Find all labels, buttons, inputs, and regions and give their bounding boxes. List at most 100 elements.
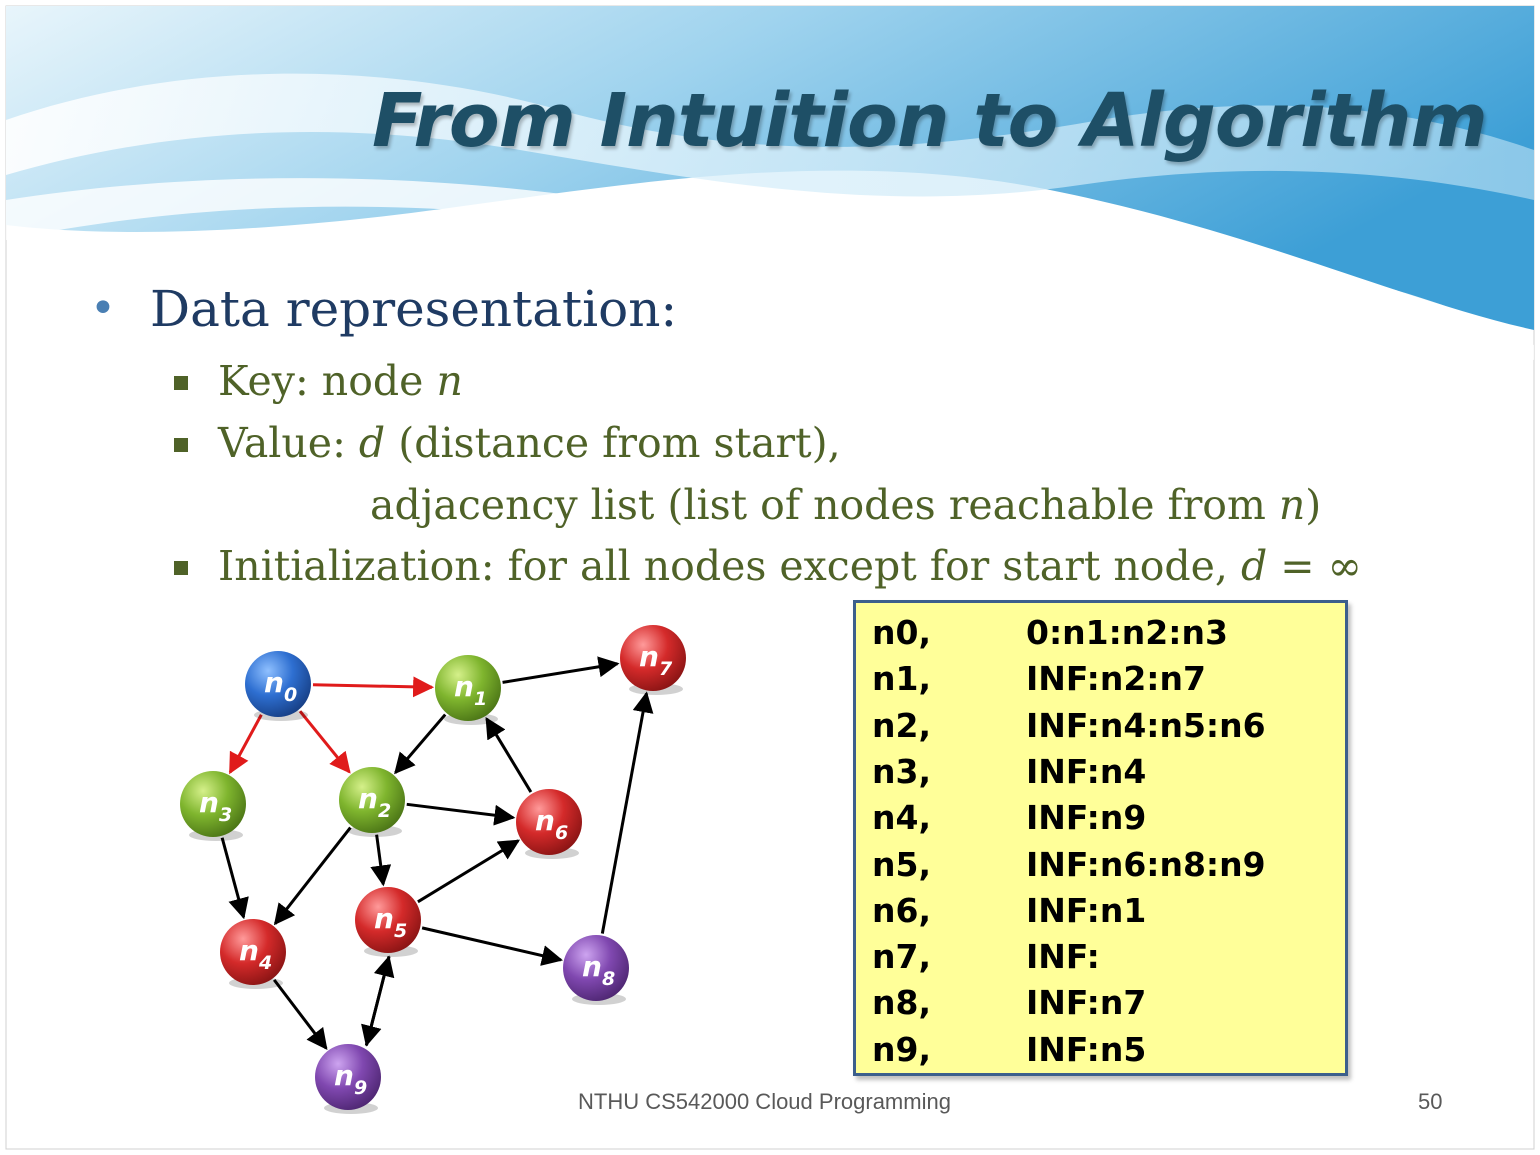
- adjacency-value: INF:n9: [1026, 798, 1147, 838]
- node-label-main: n: [264, 666, 284, 699]
- edge-n8-n7: [600, 691, 654, 934]
- edge-n5-n8: [421, 926, 563, 966]
- node-circle: [563, 935, 629, 1001]
- bullet-init-suffix: = ∞: [1267, 542, 1362, 590]
- bullet-value-text: Value:: [218, 419, 359, 467]
- square-bullet-icon: [174, 438, 188, 452]
- adjacency-key: n8,: [872, 983, 931, 1023]
- edge-n1-n7: [502, 656, 620, 684]
- node-label-sub: 7: [659, 658, 673, 680]
- bullet-key: Key: node n: [218, 357, 463, 405]
- node-label: n0: [264, 666, 297, 706]
- node-n4: n4: [220, 919, 286, 989]
- bullet-value-line2-var: n: [1278, 481, 1306, 529]
- node-n2: n2: [339, 767, 405, 837]
- slide-footer: NTHU CS542000 Cloud Programming: [578, 1089, 951, 1114]
- node-label-main: n: [239, 934, 259, 967]
- adjacency-value: INF:n6:n8:n9: [1026, 844, 1266, 884]
- edge-n4-n9: [272, 978, 328, 1051]
- adjacency-value: INF:n4:n5:n6: [1026, 705, 1266, 745]
- node-label-main: n: [358, 782, 378, 815]
- square-bullet-icon: [174, 561, 188, 575]
- node-circle: [220, 919, 286, 985]
- node-n7: n7: [620, 625, 686, 695]
- node-label-sub: 5: [394, 920, 407, 942]
- bullet-value-var: d: [358, 419, 386, 467]
- edge-n2-n4: [273, 826, 352, 926]
- slide-title: From Intuition to Algorithm: [372, 78, 1488, 164]
- bullet-value: Value: d (distance from start),: [218, 419, 841, 467]
- node-n3: n3: [180, 771, 246, 841]
- edge-n9-n5: [364, 955, 395, 1046]
- bullet-value-line2-suffix: ): [1305, 481, 1322, 529]
- adjacency-key: n0,: [872, 613, 931, 652]
- edge-n0-n2: [298, 710, 351, 774]
- node-circle: [435, 655, 501, 721]
- edge-n6-n1: [485, 717, 533, 793]
- adjacency-key: n9,: [872, 1029, 931, 1069]
- node-n8: n8: [563, 935, 629, 1005]
- bullet-value-suffix: (distance from start),: [385, 419, 841, 467]
- adjacency-key: n5,: [872, 844, 931, 884]
- bullet-key-var: n: [436, 357, 463, 405]
- node-circle: [516, 789, 582, 855]
- node-label: n3: [199, 786, 232, 826]
- adjacency-value: INF:n7: [1026, 983, 1147, 1023]
- node-label-main: n: [334, 1059, 354, 1092]
- adjacency-key: n7,: [872, 937, 931, 977]
- bullet-dot-icon: •: [90, 283, 116, 334]
- bullet-init: Initialization: for all nodes except for…: [218, 542, 1362, 590]
- edge-n1-n2: [394, 713, 447, 775]
- bullet-value-line2: adjacency list (list of nodes reachable …: [370, 481, 1321, 529]
- bullet-value-line2-text: adjacency list (list of nodes reachable …: [370, 481, 1279, 529]
- node-label-main: n: [199, 786, 219, 819]
- adjacency-value: 0:n1:n2:n3: [1026, 613, 1228, 652]
- edge-n0-n3: [228, 714, 263, 775]
- node-label-main: n: [374, 902, 394, 935]
- node-n0: n0: [245, 651, 311, 721]
- edge-n5-n6: [417, 839, 521, 904]
- node-label: n9: [334, 1059, 367, 1099]
- node-label-sub: 9: [354, 1077, 367, 1099]
- node-label: n7: [639, 640, 673, 680]
- edge-n0-n1: [312, 676, 435, 698]
- edge-n2-n5: [370, 834, 392, 887]
- adjacency-key: n3,: [872, 751, 931, 791]
- node-circle: [355, 887, 421, 953]
- adjacency-key: n1,: [872, 659, 931, 699]
- node-circle: [315, 1044, 381, 1110]
- bullet-main: Data representation:: [150, 280, 678, 338]
- node-label-sub: 2: [378, 800, 391, 822]
- page-number: 50: [1418, 1089, 1443, 1114]
- edge-n3-n4: [220, 837, 249, 920]
- node-label: n5: [374, 902, 407, 942]
- node-label: n8: [582, 950, 615, 990]
- node-label: n2: [358, 782, 391, 822]
- node-label-sub: 4: [258, 952, 272, 974]
- adjacency-value: INF:n2:n7: [1026, 659, 1206, 699]
- node-label-sub: 6: [555, 822, 568, 844]
- node-label: n6: [535, 804, 568, 844]
- adjacency-table: n0, 0:n1:n2:n3 n1, INF:n2:n7 n2, INF:n4:n5:n6…: [853, 600, 1348, 1076]
- node-label-sub: 8: [602, 968, 615, 990]
- adjacency-value: INF:: [1026, 937, 1100, 977]
- adjacency-value: INF:n5: [1026, 1029, 1147, 1069]
- node-label-sub: 1: [474, 688, 487, 710]
- node-label-main: n: [639, 640, 659, 673]
- adjacency-key: n6,: [872, 890, 931, 930]
- node-n6: n6: [516, 789, 582, 859]
- adjacency-key: n2,: [872, 705, 931, 745]
- edge-n2-n6: [406, 802, 516, 826]
- node-label-sub: 0: [284, 684, 297, 706]
- node-circle: [620, 625, 686, 691]
- node-label-main: n: [582, 950, 602, 983]
- bullet-key-text: Key: node: [218, 357, 437, 405]
- node-label-main: n: [454, 670, 474, 703]
- node-label: n1: [454, 670, 487, 710]
- adjacency-value: INF:n4: [1026, 751, 1147, 791]
- node-circle: [180, 771, 246, 837]
- bullet-init-text: Initialization: for all nodes except for…: [218, 542, 1241, 590]
